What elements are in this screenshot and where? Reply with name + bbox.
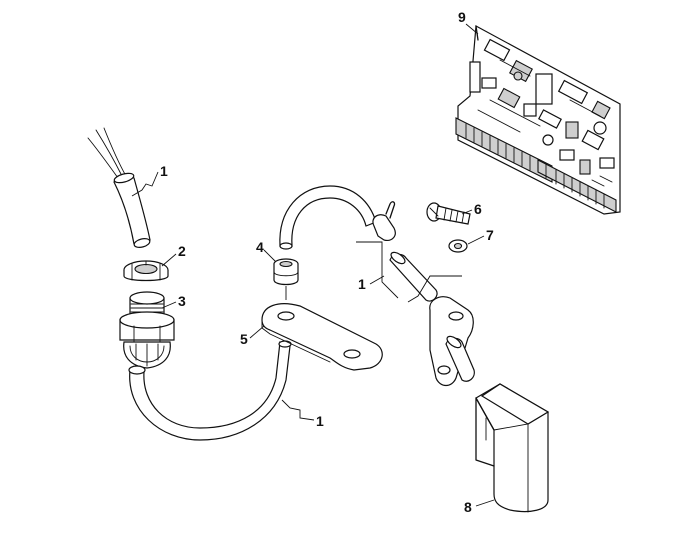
callout-5: 5 — [240, 331, 248, 347]
leader-6 — [461, 209, 473, 215]
circuit-board — [455, 25, 621, 215]
cable-top — [87, 127, 151, 248]
callout-4: 4 — [256, 239, 264, 255]
callout-2: 2 — [178, 243, 186, 259]
leader-9 — [465, 23, 479, 35]
callout-3: 3 — [178, 293, 186, 309]
callout-1-probe: 1 — [358, 276, 366, 292]
leader-7 — [467, 235, 485, 245]
leader-2 — [161, 253, 177, 267]
callout-1-top: 1 — [160, 163, 168, 179]
terminal-block — [465, 123, 605, 209]
leader-probe-axis — [407, 275, 462, 303]
grommet — [273, 258, 299, 286]
callout-8: 8 — [464, 499, 472, 515]
leader-1-probe — [356, 241, 399, 299]
leader-3 — [161, 301, 177, 309]
cable-gland — [119, 291, 175, 369]
leader-8 — [475, 499, 495, 507]
leader-1-bottom — [281, 399, 315, 421]
callout-9: 9 — [458, 9, 466, 25]
temperature-probe — [372, 201, 475, 387]
leader-4 — [263, 249, 277, 263]
callout-1-bottom: 1 — [316, 413, 324, 429]
callout-7: 7 — [486, 227, 494, 243]
lock-nut — [123, 260, 169, 282]
mounting-bracket — [261, 303, 383, 371]
probe-cover — [475, 383, 550, 513]
washer — [448, 239, 468, 253]
callout-6: 6 — [474, 201, 482, 217]
screw — [426, 202, 471, 225]
board-components — [469, 38, 615, 187]
leader-5 — [249, 325, 265, 339]
leader-1-top — [131, 171, 159, 197]
